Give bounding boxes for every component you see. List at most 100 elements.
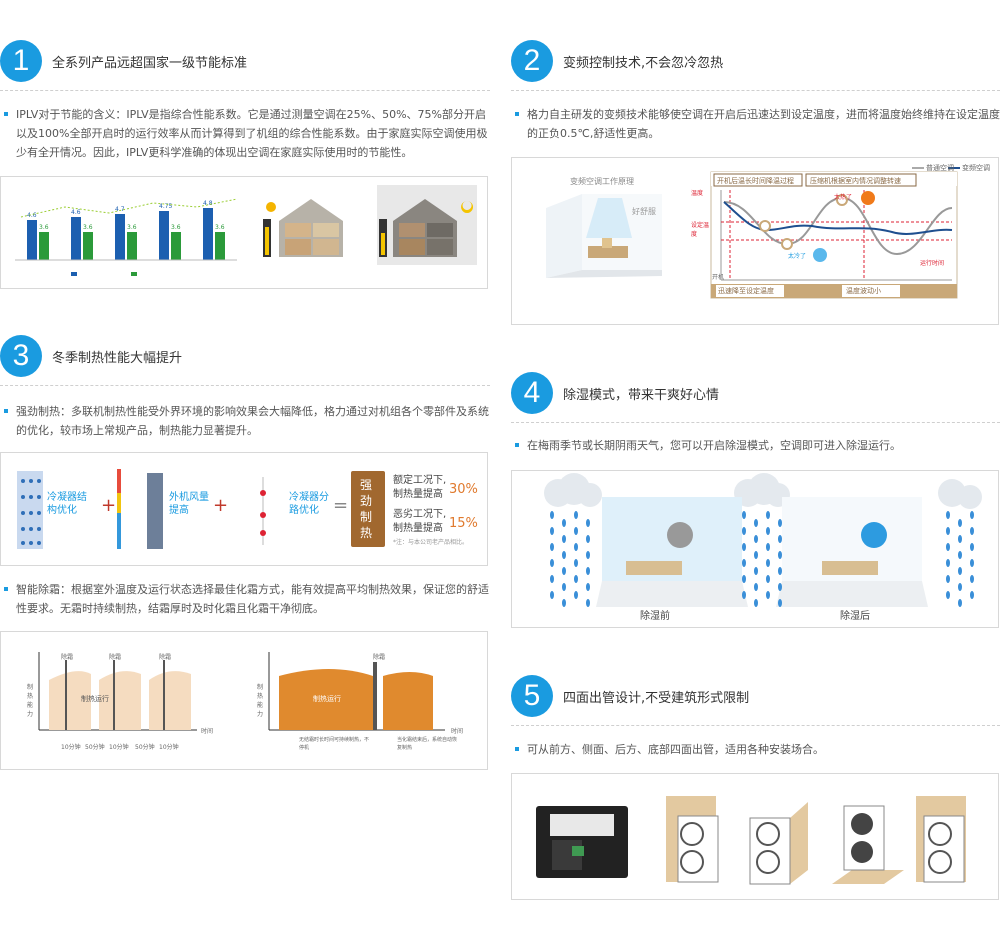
- divider: [0, 90, 490, 91]
- heating-illustration: + + =: [17, 469, 385, 549]
- rain-drop: [586, 551, 590, 559]
- section-title: 变频控制技术,不会忽冷忽热: [563, 55, 724, 71]
- rain-drop: [958, 535, 962, 543]
- note-label: *注：与本公司老产品相比。: [393, 539, 469, 546]
- rain-drop: [574, 511, 578, 519]
- divider: [511, 725, 1000, 726]
- inverter-figure: 变频空调工作原理 好舒服 普通空调 变频空调 开机后温长时间降温过程 压缩机根据…: [511, 157, 999, 325]
- pipe-outlet-figure: [511, 773, 999, 900]
- tick-1: 10分钟: [61, 744, 81, 751]
- room-label: 变频空调工作原理: [570, 177, 634, 186]
- tick-5: 10分钟: [159, 744, 179, 751]
- bar-label: 3.6: [39, 224, 49, 231]
- svg-text:+: +: [213, 495, 228, 516]
- strong-heating-label: 强劲制热: [360, 478, 373, 540]
- rain-drop: [970, 591, 974, 599]
- rain-drop: [574, 543, 578, 551]
- set-temp-label: 设定温度: [691, 222, 710, 238]
- section-number: 2: [511, 40, 553, 82]
- rain-drop: [958, 551, 962, 559]
- rain-drop: [946, 591, 950, 599]
- section-number: 5: [511, 675, 553, 717]
- rain-drop: [958, 583, 962, 591]
- rain-drop: [562, 567, 566, 575]
- rain-drop: [550, 527, 554, 535]
- rain-drop: [970, 559, 974, 567]
- rain-drop: [742, 591, 746, 599]
- defrost-illustration: [38, 652, 445, 731]
- chart-box-1: 开机后温长时间降温过程: [717, 177, 794, 185]
- bar-label: 3.6: [215, 224, 225, 231]
- harsh-condition: 恶劣工况下,: [393, 509, 447, 520]
- rain-drop: [742, 575, 746, 583]
- rain-drop: [766, 543, 770, 551]
- rain-drop: [958, 567, 962, 575]
- after-label: 除湿后: [840, 611, 870, 622]
- rain-drop: [958, 519, 962, 527]
- section-1-text: IPLV对于节能的含义：IPLV是指综合性能系数。它是通过测量空调在25%、50…: [4, 105, 494, 162]
- bar-label: 4.6: [71, 209, 81, 216]
- section-4-text: 在梅雨季节或长期阴雨天气，您可以开启除湿模式，空调即可进入除湿运行。: [515, 436, 1000, 455]
- bottom-label-2: 温度波动小: [846, 287, 881, 295]
- defrost-label-3: 除霜: [159, 654, 172, 661]
- bar-blue: [27, 220, 37, 260]
- rain-drop: [550, 575, 554, 583]
- rain-drop: [946, 543, 950, 551]
- run-label-right: 制热运行: [313, 695, 341, 703]
- rain-drop: [562, 535, 566, 543]
- rated-value: 30%: [449, 482, 478, 497]
- rain-drop: [742, 559, 746, 567]
- x-axis-label: 时间: [201, 728, 214, 735]
- bar-label: 3.6: [127, 224, 137, 231]
- rain-drop: [946, 559, 950, 567]
- rain-drop: [754, 599, 758, 607]
- run-label: 制热运行: [81, 695, 109, 703]
- bar-green: [171, 232, 181, 260]
- note-a: 无结霜时长时间可持续制热，不停机: [299, 737, 370, 751]
- bar-green: [215, 232, 225, 260]
- before-label: 除湿前: [640, 611, 670, 622]
- rain-drop: [778, 583, 782, 591]
- bar-label: 3.6: [83, 224, 93, 231]
- start-label: 开机: [712, 274, 725, 281]
- section-2-text: 格力自主研发的变频技术能够使空调在开启后迅速达到设定温度，进而将温度始终维持在设…: [515, 105, 1000, 143]
- bar-label: 4.7: [115, 206, 125, 213]
- rain-drop: [754, 567, 758, 575]
- rain-drop: [586, 567, 590, 575]
- rain-drop: [946, 575, 950, 583]
- pipe-outlet-illustration: [536, 796, 966, 885]
- comfort-label: 好舒服: [632, 207, 656, 216]
- section-2-header: 2 变频控制技术,不会忽冷忽热: [511, 40, 723, 82]
- rain-drop: [586, 535, 590, 543]
- section-1-header: 1 全系列产品远超国家一级节能标准: [0, 40, 247, 82]
- divider: [511, 422, 1000, 423]
- heating-figure: + + = 冷凝器结构优化 外机风量提高 冷凝器分路优化 强劲制热 额定工况下,…: [0, 452, 488, 566]
- defrost-label-2: 除霜: [109, 654, 122, 661]
- legend-normal: 普通空调: [926, 164, 954, 172]
- rain-drop: [574, 591, 578, 599]
- rain-drop: [550, 559, 554, 567]
- rain-drop: [562, 519, 566, 527]
- defrost-figure: 除霜 除霜 除霜 制热运行 制热能力 时间 10分钟 50分钟 10分钟 50分…: [0, 631, 488, 770]
- dehumidify-figure: 除湿前 除湿后: [511, 470, 999, 628]
- section-number: 3: [0, 335, 42, 377]
- inverter-illustration: [546, 167, 960, 299]
- rain-drop: [586, 583, 590, 591]
- bar-green: [127, 232, 137, 260]
- bar-label: 4.75: [159, 203, 173, 210]
- defrost-label-right: 除霜: [373, 654, 386, 661]
- rain-drop: [766, 527, 770, 535]
- chart-box-2: 压缩机根据室内情况调整转速: [810, 177, 901, 185]
- trend-line: [20, 198, 238, 218]
- rain-drop: [562, 583, 566, 591]
- rain-drop: [766, 559, 770, 567]
- divider: [0, 385, 490, 386]
- rain-drop: [970, 511, 974, 519]
- rain-drop: [778, 599, 782, 607]
- rain-drop: [766, 575, 770, 583]
- feature-condenser-branch: 冷凝器分路优化: [289, 492, 329, 516]
- rain-drop: [754, 551, 758, 559]
- rain-drop: [574, 527, 578, 535]
- section-title: 四面出管设计,不受建筑形式限制: [563, 690, 750, 706]
- svg-text:=: =: [333, 495, 348, 516]
